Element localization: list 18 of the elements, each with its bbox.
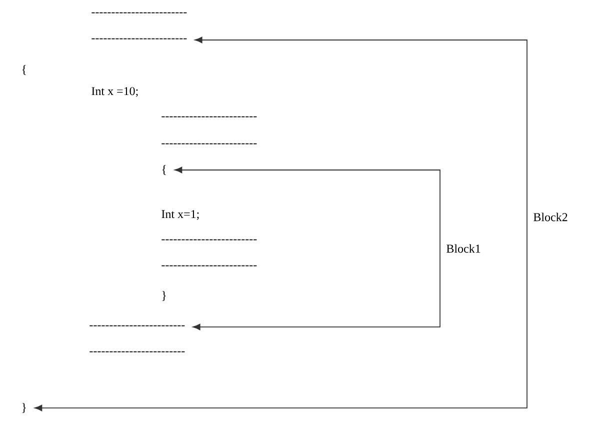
code-line: } bbox=[22, 403, 26, 413]
code-line: ------------------------ bbox=[90, 325, 185, 326]
bracket-arrow bbox=[34, 36, 528, 412]
code-line: ------------------------ bbox=[162, 116, 257, 118]
code-line: Int x =10; bbox=[92, 87, 138, 97]
code-line: ------------------------ bbox=[92, 12, 187, 14]
code-line: ------------------------ bbox=[162, 143, 257, 144]
edge-label: Block2 bbox=[532, 212, 569, 222]
code-line: { bbox=[22, 65, 26, 75]
code-line: ------------------------ bbox=[162, 265, 257, 266]
edge-label: Block1 bbox=[445, 243, 482, 254]
code-line: ------------------------ bbox=[90, 351, 185, 352]
code-line: } bbox=[162, 291, 166, 301]
code-line: { bbox=[162, 165, 166, 175]
code-line: ------------------------ bbox=[162, 239, 257, 240]
code-line: Int x=1; bbox=[162, 210, 199, 220]
code-line: ------------------------ bbox=[92, 38, 187, 40]
bracket-arrow bbox=[174, 166, 440, 330]
